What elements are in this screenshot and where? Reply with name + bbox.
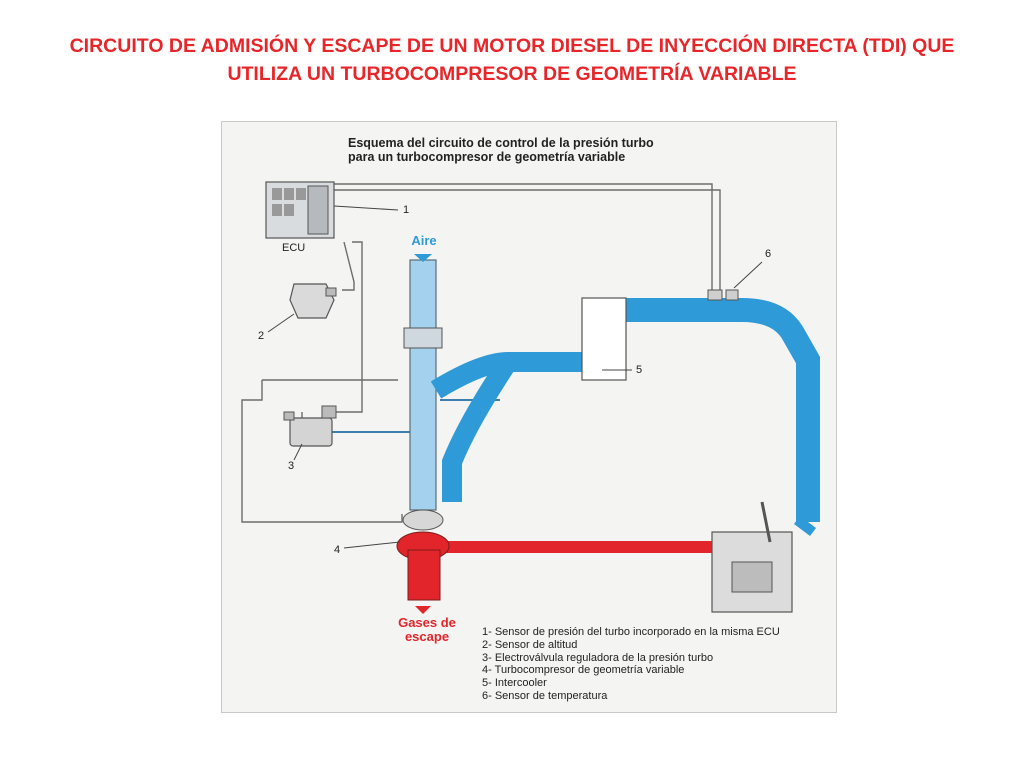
pressure-sensor-port bbox=[725, 289, 739, 301]
wire-ecu-to-sensor-6 bbox=[330, 189, 721, 292]
diagram-drawing bbox=[241, 181, 820, 614]
legend-item: 5- Intercooler bbox=[482, 677, 547, 690]
callout-2: 2 bbox=[258, 330, 265, 342]
figure-heading: Esquema del circuito de control de la pr… bbox=[348, 136, 654, 164]
legend-item: 6- Sensor de temperatura bbox=[482, 689, 608, 702]
turbocharger bbox=[396, 509, 450, 614]
vacuum-line-to-turbo bbox=[241, 380, 403, 523]
slide-title-line-1: CIRCUITO DE ADMISIÓN Y ESCAPE DE UN MOTO… bbox=[69, 35, 955, 57]
gases-label: Gases de escape bbox=[382, 616, 472, 644]
electrovalve bbox=[283, 405, 337, 447]
wire-ecu-to-sensor bbox=[330, 183, 713, 292]
legend-item: 3- Electroválvula reguladora de la presi… bbox=[482, 651, 714, 664]
figure-heading-line-2: para un turbocompresor de geometría vari… bbox=[348, 150, 626, 164]
air-pipe-to-engine bbox=[622, 298, 820, 522]
signal-wires bbox=[241, 183, 721, 523]
altitude-sensor bbox=[289, 283, 337, 319]
temperature-sensor bbox=[707, 289, 723, 301]
wire-ecu-to-altitude bbox=[342, 241, 355, 291]
legend-item: 2- Sensor de altitud bbox=[482, 638, 578, 651]
slide-title: CIRCUITO DE ADMISIÓN Y ESCAPE DE UN MOTO… bbox=[0, 32, 1024, 88]
figure-heading-line-1: Esquema del circuito de control de la pr… bbox=[348, 136, 654, 150]
callout-leaders bbox=[267, 205, 763, 549]
exhaust-pipe bbox=[440, 541, 758, 565]
callout-5: 5 bbox=[636, 364, 643, 376]
air-pipe-diagonal bbox=[442, 356, 517, 502]
callout-4: 4 bbox=[334, 544, 341, 556]
legend: 1- Sensor de presión del turbo incorpora… bbox=[482, 626, 780, 703]
gases-label-line-1: Gases de bbox=[398, 615, 456, 630]
intercooler bbox=[581, 297, 627, 381]
intake-duct bbox=[403, 254, 443, 511]
callout-3: 3 bbox=[288, 460, 295, 472]
callout-6: 6 bbox=[765, 248, 772, 260]
aire-label: Aire bbox=[411, 233, 437, 248]
slide-title-line-2: UTILIZA UN TURBOCOMPRESOR DE GEOMETRÍA V… bbox=[227, 63, 797, 85]
ecu-label: ECU bbox=[282, 242, 306, 254]
callout-1: 1 bbox=[403, 204, 410, 216]
ecu-box bbox=[265, 181, 335, 239]
gases-label-line-2: escape bbox=[404, 629, 450, 644]
legend-item: 1- Sensor de presión del turbo incorpora… bbox=[482, 626, 780, 638]
wire-ecu-to-valve bbox=[329, 241, 363, 413]
diagram-figure: Esquema del circuito de control de la pr… bbox=[221, 121, 837, 713]
legend-item: 4- Turbocompresor de geometría variable bbox=[482, 664, 685, 677]
engine-cylinder bbox=[711, 501, 793, 613]
